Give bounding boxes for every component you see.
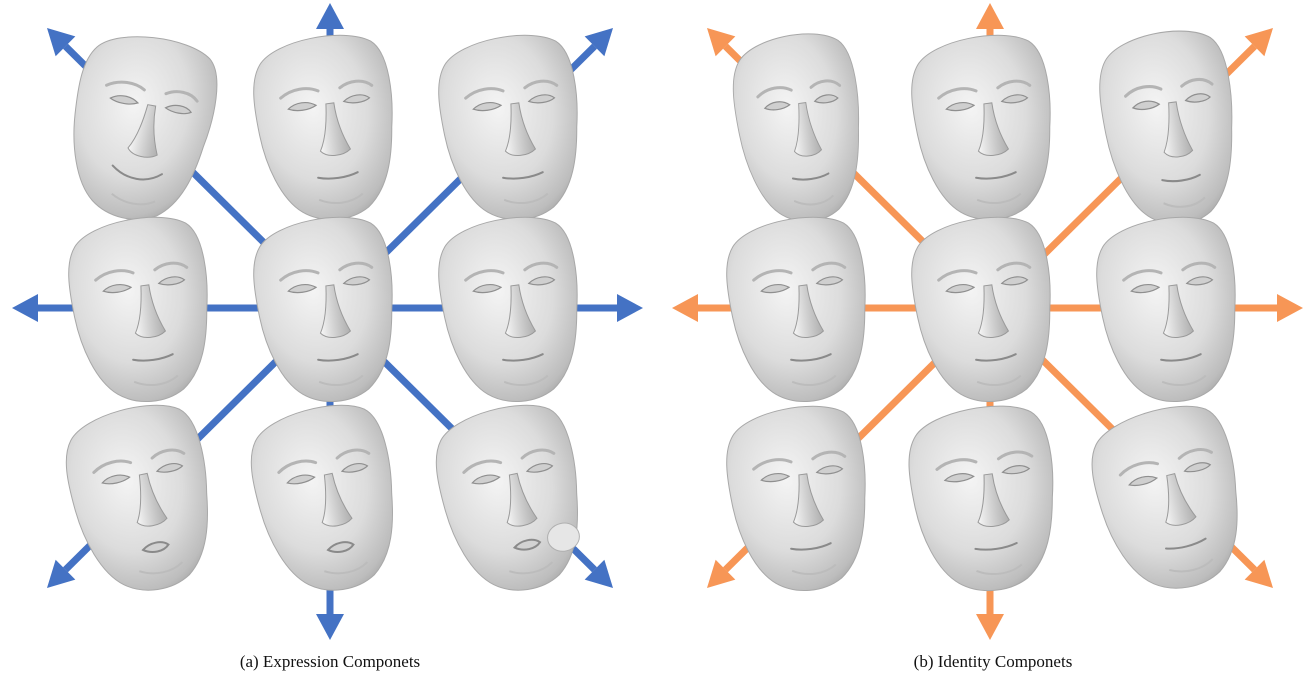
face-a-r1c0 bbox=[68, 216, 208, 403]
face-a-r2c0 bbox=[65, 404, 209, 591]
face-b-r2c0 bbox=[726, 405, 866, 592]
face-a-r1c2 bbox=[438, 216, 578, 403]
face-b-r2c1 bbox=[908, 405, 1054, 592]
panel-expression-components bbox=[12, 3, 643, 640]
face-a-r2c1 bbox=[250, 404, 394, 591]
face-b-r0c0 bbox=[732, 33, 860, 222]
face-a-r1c1 bbox=[253, 216, 393, 403]
face-b-r1c0 bbox=[726, 216, 866, 403]
face-a-r0c0 bbox=[73, 36, 218, 220]
panel-identity-components bbox=[672, 3, 1303, 640]
face-a-r2c2 bbox=[435, 404, 580, 591]
face-b-r1c2 bbox=[1096, 216, 1236, 403]
face-a-r0c1 bbox=[253, 34, 393, 221]
face-a-r0c2 bbox=[438, 34, 578, 221]
caption-expression-components: (a) Expression Componets bbox=[239, 652, 421, 671]
face-b-r0c1 bbox=[911, 34, 1051, 221]
face-b-r1c1 bbox=[911, 216, 1051, 403]
face-b-r0c2 bbox=[1099, 30, 1233, 225]
face-b-r2c2 bbox=[1091, 405, 1238, 589]
caption-identity-components: (b) Identity Componets bbox=[913, 652, 1073, 671]
